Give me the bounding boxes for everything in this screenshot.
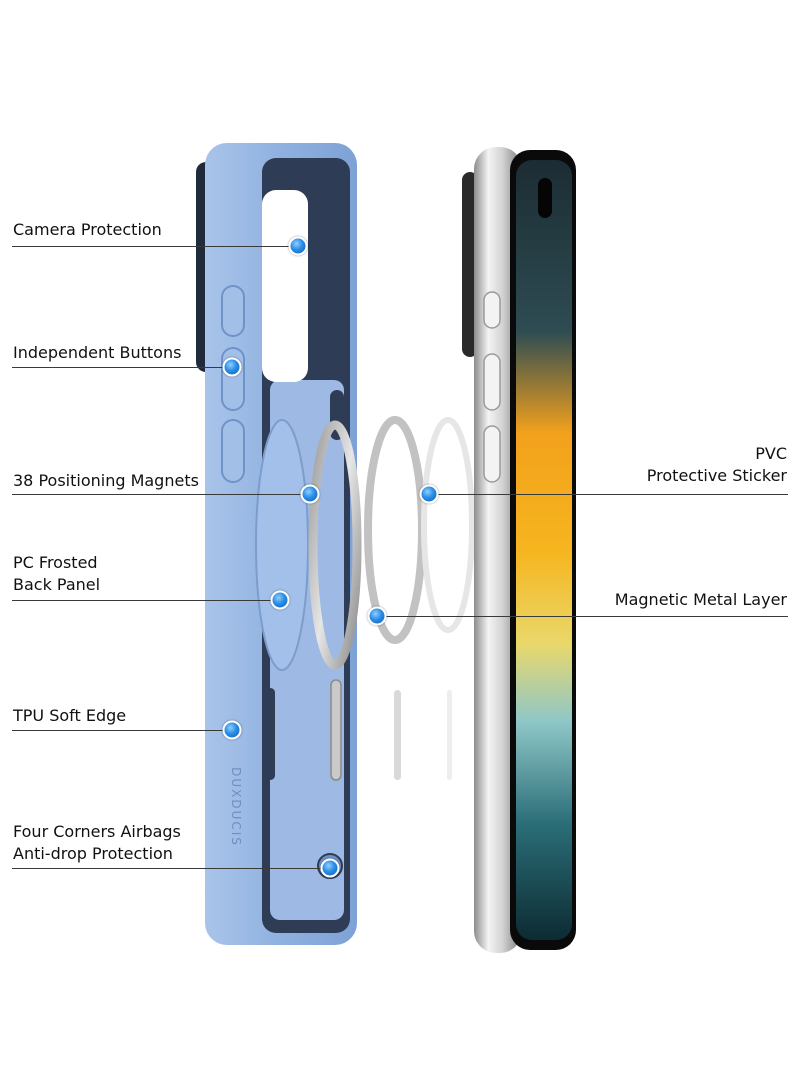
leader-corner-airbags [12,868,330,869]
label-corner-airbags: Four Corners Airbags Anti-drop Protectio… [13,822,181,863]
label-independent-buttons: Independent Buttons [13,343,182,362]
callout-dot-pc-frosted-back [270,590,290,610]
leader-tpu-soft-edge [12,730,232,731]
phone-screen [516,160,572,940]
phone-dynamic-island [538,178,552,218]
case-button-volume-down [221,419,245,483]
label-positioning-magnets: 38 Positioning Magnets [13,471,199,490]
phone-button-action [483,291,501,329]
magnet-rings [308,416,475,781]
case-lower-slot [266,688,275,780]
label-pvc-sticker: PVC Protective Sticker [646,444,787,485]
phone-button-volume-up [483,353,501,411]
callout-dot-corner-airbags [320,858,340,878]
magnet-ring-1 [308,420,362,670]
callout-dot-tpu-soft-edge [222,720,242,740]
case-brand-logo: DUXDUCIS [229,767,243,847]
leader-magnetic-metal-layer [377,616,788,617]
phone-button-volume-down [483,425,501,483]
label-tpu-soft-edge: TPU Soft Edge [13,706,127,725]
callout-dot-independent-buttons [222,357,242,377]
leader-independent-buttons [12,367,232,368]
magnet-ring-3 [421,417,475,633]
leader-camera-protection [12,246,298,247]
leader-pvc-sticker [429,494,788,495]
leader-positioning-magnets [12,494,310,495]
callout-dot-magnetic-metal-layer [367,606,387,626]
callout-dot-camera-protection [288,236,308,256]
label-pc-frosted-back: PC Frosted Back Panel [13,553,101,594]
magnet-ring-2-tail [394,690,401,780]
callout-dot-pvc-sticker [419,484,439,504]
case-button-action [221,285,245,337]
callout-dot-positioning-magnets [300,484,320,504]
magnet-ring-3-tail [447,690,452,780]
magnet-ring-1-tail [330,679,342,781]
phone-case [196,143,357,945]
label-magnetic-metal-layer: Magnetic Metal Layer [614,590,787,609]
leader-pc-frosted-back [12,600,280,601]
phone [462,147,576,953]
case-magsafe-disc [255,419,309,671]
case-camera-cutout [262,190,308,382]
label-camera-protection: Camera Protection [13,220,162,239]
